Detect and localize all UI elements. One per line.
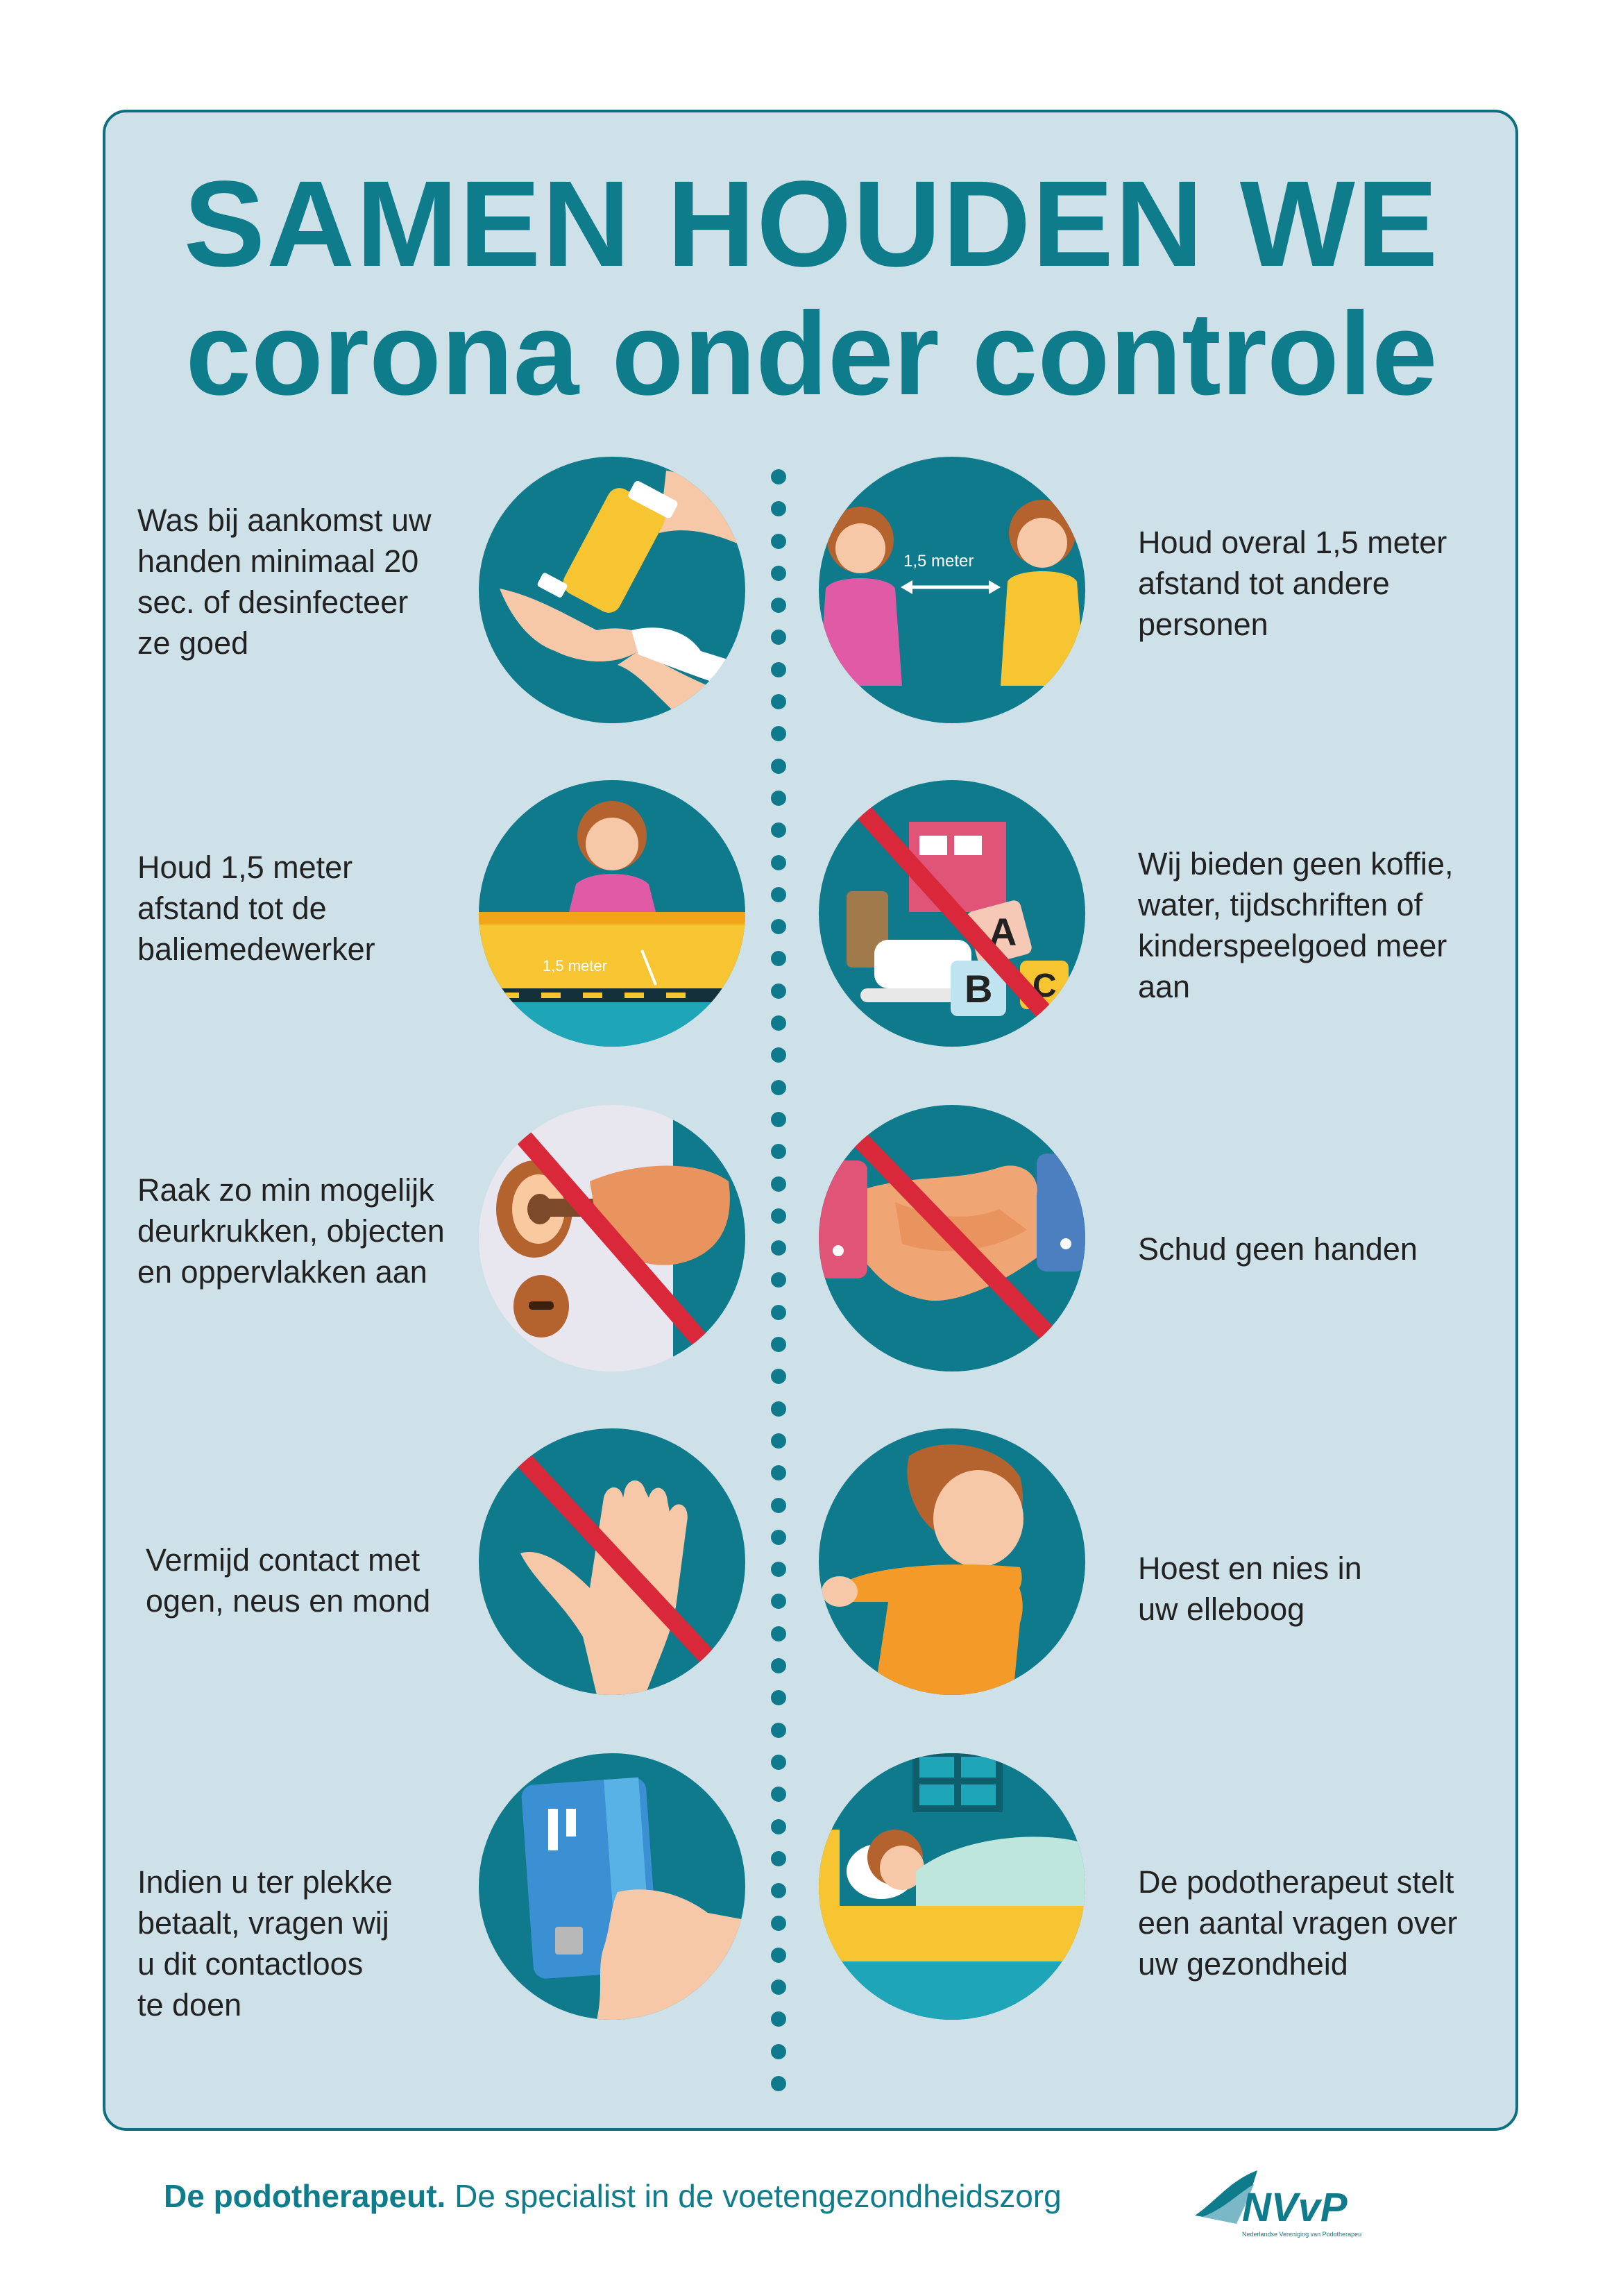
divider-dot (771, 822, 786, 838)
divider-dot (771, 662, 786, 677)
desk-distance-label: 1,5 meter (543, 957, 607, 974)
divider-dot (771, 1562, 786, 1577)
divider-dot (771, 984, 786, 999)
divider-dot (771, 1369, 786, 1384)
divider-dot (771, 1208, 786, 1224)
hand-sanitizer-icon (479, 457, 745, 723)
divider-dot (771, 534, 786, 549)
svg-text:B: B (965, 967, 992, 1011)
divider-dot (771, 726, 786, 741)
no-door-handle-icon (479, 1105, 745, 1371)
divider-dot (771, 791, 786, 806)
contactless-card-icon (479, 1753, 745, 2020)
no-face-touch-icon (479, 1428, 745, 1695)
divider-dot (771, 1112, 786, 1127)
title-line-1: SAMEN HOUDEN WE (183, 156, 1440, 292)
divider-dot (771, 1498, 786, 1513)
title-line-2: corona onder controle (185, 288, 1438, 420)
nvvp-logo[interactable]: NVvP Nederlandse Vereniging van Podother… (1188, 2167, 1370, 2243)
divider-dot (771, 1530, 786, 1545)
no-coffee-toys-icon: A B C (819, 780, 1085, 1047)
divider-dot (771, 1658, 786, 1673)
footer: De podotherapeut. De specialist in de vo… (164, 2177, 1062, 2215)
sick-in-bed-icon (819, 1753, 1085, 2020)
divider-dot (771, 2011, 786, 2027)
divider-dot (771, 1305, 786, 1320)
divider-dot (771, 1144, 786, 1159)
divider-dot (771, 1465, 786, 1480)
divider-dot (771, 1948, 786, 1963)
divider-dot (771, 1240, 786, 1256)
divider-dot (771, 630, 786, 645)
divider-dot (771, 566, 786, 581)
divider-dot (771, 1594, 786, 1609)
divider-dot (771, 2076, 786, 2091)
logo-subtitle: Nederlandse Vereniging van Podotherapeut… (1242, 2231, 1361, 2238)
divider-dot (771, 2044, 786, 2059)
divider-dot (771, 1433, 786, 1449)
divider-dot (771, 1401, 786, 1417)
divider-dot (771, 1755, 786, 1770)
divider-dot (771, 1819, 786, 1834)
divider-dot (771, 1015, 786, 1031)
divider-dot (771, 1626, 786, 1641)
divider-dot (771, 1176, 786, 1192)
divider-dot (771, 951, 786, 966)
divider-dot (771, 759, 786, 774)
divider-dot (771, 1272, 786, 1288)
divider-dot (771, 887, 786, 902)
divider-dot (771, 1916, 786, 1931)
divider-dot (771, 1723, 786, 1738)
divider-dot (771, 1690, 786, 1705)
footer-tagline: De specialist in de voetengezondheidszor… (445, 2178, 1062, 2214)
divider-dot (771, 919, 786, 934)
divider-dot (771, 1047, 786, 1063)
poster-panel (103, 110, 1518, 2131)
divider-dot (771, 1787, 786, 1802)
divider-dot (771, 469, 786, 484)
cough-elbow-icon (819, 1428, 1085, 1695)
divider-dot (771, 1080, 786, 1095)
instruction-no-coffee: Wij bieden geen koffie,water, tijdschrif… (1138, 846, 1454, 1004)
reception-desk-icon: 1,5 meter (479, 780, 745, 1047)
divider-dot (771, 855, 786, 870)
divider-dot (771, 1980, 786, 1995)
logo-text: NVvP (1242, 2185, 1348, 2230)
divider-dot (771, 1337, 786, 1352)
instruction-no-handshake: Schud geen handen (1138, 1231, 1418, 1267)
social-distance-icon: 1,5 meter (819, 457, 1085, 723)
divider-dot (771, 1883, 786, 1898)
distance-label: 1,5 meter (903, 552, 974, 571)
divider-dot (771, 598, 786, 613)
divider-dot (771, 1851, 786, 1866)
footer-brand: De podotherapeut. (164, 2178, 446, 2214)
no-handshake-icon (819, 1105, 1085, 1371)
divider-dot (771, 694, 786, 709)
divider-dot (771, 501, 786, 516)
